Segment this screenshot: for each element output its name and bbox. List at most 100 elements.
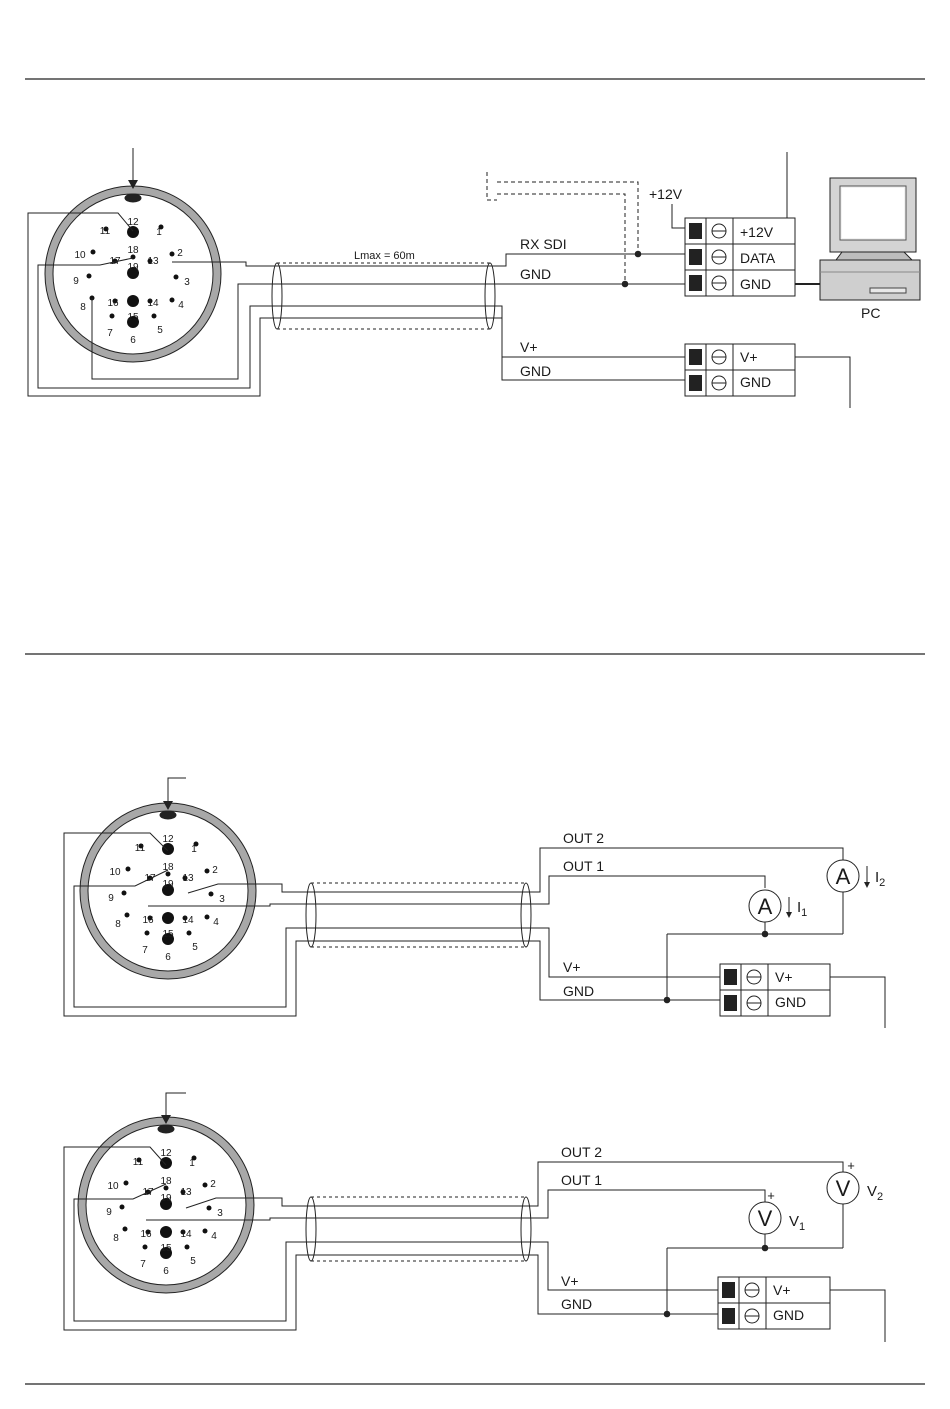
terminal-power-label-2: GND (740, 374, 771, 390)
meter-1-symbol: A (758, 894, 773, 919)
terminal-pc-label-3: GND (740, 276, 771, 292)
pin-2-contact (203, 1183, 208, 1188)
pin-6-label: 6 (163, 1266, 169, 1277)
wire-rx-sdi (490, 254, 685, 266)
pin-7-contact (145, 931, 150, 936)
terminal3-label-2: GND (773, 1307, 804, 1323)
pin-15-contact (127, 295, 139, 307)
pin-5-contact (152, 314, 157, 319)
pin-5-contact (187, 931, 192, 936)
pin-15-label: 15 (162, 929, 174, 940)
pin-3-contact (209, 892, 214, 897)
label-v-plus-d3: V+ (561, 1273, 579, 1289)
pin-3-contact (174, 275, 179, 280)
pin-8-contact (125, 913, 130, 918)
pin-15-label: 15 (127, 312, 139, 323)
label-gnd-data: GND (520, 266, 551, 282)
pin-15-label: 15 (160, 1243, 172, 1254)
pin-11-label: 11 (100, 226, 111, 237)
pin-10-label: 10 (107, 1181, 119, 1192)
pin-2-label: 2 (177, 248, 183, 259)
pin-9-label: 9 (106, 1207, 112, 1218)
pin-5-contact (185, 1245, 190, 1250)
pin-12-label: 12 (160, 1148, 172, 1159)
pin-1-label: 1 (156, 227, 162, 238)
pin-10-label: 10 (109, 867, 121, 878)
meter-3a-symbol: V (758, 1206, 773, 1231)
pin-12-label: 12 (162, 834, 174, 845)
label-out2-d3: OUT 2 (561, 1144, 602, 1160)
pin-13-label: 13 (182, 873, 194, 884)
pin-15-contact (162, 912, 174, 924)
cable-length-label: Lmax = 60m (354, 250, 415, 262)
pin-14-label: 14 (147, 298, 159, 309)
pin-5-label: 5 (157, 325, 163, 336)
pin-8-label: 8 (115, 919, 121, 930)
pin-4-label: 4 (178, 300, 184, 311)
connector-key (125, 194, 141, 202)
pin-10-contact (91, 250, 96, 255)
pin-7-contact (143, 1245, 148, 1250)
terminal-pc-label-2: DATA (740, 250, 776, 266)
pin-1-label: 1 (189, 1158, 195, 1169)
current-label-1: I1 (797, 899, 807, 919)
pin-9-contact (87, 274, 92, 279)
label-plus-12v: +12V (649, 186, 683, 202)
label-v-plus-d2: V+ (563, 959, 581, 975)
pin-2-contact (205, 869, 210, 874)
pin-16-label: 16 (140, 1229, 152, 1240)
label-v-plus-1: V+ (520, 339, 538, 355)
pin-14-label: 14 (180, 1229, 192, 1240)
pin-8-label: 8 (80, 302, 86, 313)
pin-7-contact (110, 314, 115, 319)
terminal-power-label-1: V+ (740, 349, 758, 365)
current-label-2: I2 (875, 869, 885, 889)
pin-4-contact (205, 915, 210, 920)
pin-3-contact (207, 1206, 212, 1211)
label-rx-sdi: RX SDI (520, 236, 567, 252)
pin-9-label: 9 (73, 276, 79, 287)
meter-2-symbol: A (836, 864, 851, 889)
pin-19-label: 19 (160, 1193, 172, 1204)
terminal-pc-label-1: +12V (740, 224, 774, 240)
pin-13-label: 13 (180, 1187, 192, 1198)
pin-1-label: 1 (191, 844, 197, 855)
pin-9-label: 9 (108, 893, 114, 904)
pin-8-contact (123, 1227, 128, 1232)
label-gnd-d2: GND (563, 983, 594, 999)
pin-11-label: 11 (135, 843, 146, 854)
pin-10-label: 10 (74, 250, 86, 261)
pin-8-label: 8 (113, 1233, 119, 1244)
pin-4-label: 4 (211, 1231, 217, 1242)
diagram-1-sdi-pc: 12345678910111213141516171819 (28, 148, 920, 408)
pc-label: PC (861, 305, 880, 321)
pin-6-label: 6 (165, 952, 171, 963)
pin-7-label: 7 (142, 945, 148, 956)
voltage-label-1: V1 (789, 1213, 805, 1233)
pin-4-contact (203, 1229, 208, 1234)
pin-6-label: 6 (130, 335, 136, 346)
pin-2-label: 2 (210, 1179, 216, 1190)
meter-3b-symbol: V (836, 1176, 851, 1201)
terminal2-label-1: V+ (775, 969, 793, 985)
pin-14-label: 14 (182, 915, 194, 926)
pin-3-label: 3 (217, 1208, 223, 1219)
pin-7-label: 7 (107, 328, 113, 339)
label-out2-d2: OUT 2 (563, 830, 604, 846)
label-gnd-d3: GND (561, 1296, 592, 1312)
pin-2-label: 2 (212, 865, 218, 876)
terminal3-label-1: V+ (773, 1282, 791, 1298)
pin-19-label: 19 (127, 262, 139, 273)
pin-15-contact (160, 1226, 172, 1238)
wire-out1 (526, 876, 765, 904)
label-out1-d2: OUT 1 (563, 858, 604, 874)
pin-16-label: 16 (142, 915, 154, 926)
cable-clamp-left (272, 263, 282, 329)
pin-9-contact (122, 891, 127, 896)
label-out1-d3: OUT 1 (561, 1172, 602, 1188)
pin-7-label: 7 (140, 1259, 146, 1270)
pin-18-label: 18 (127, 245, 139, 256)
